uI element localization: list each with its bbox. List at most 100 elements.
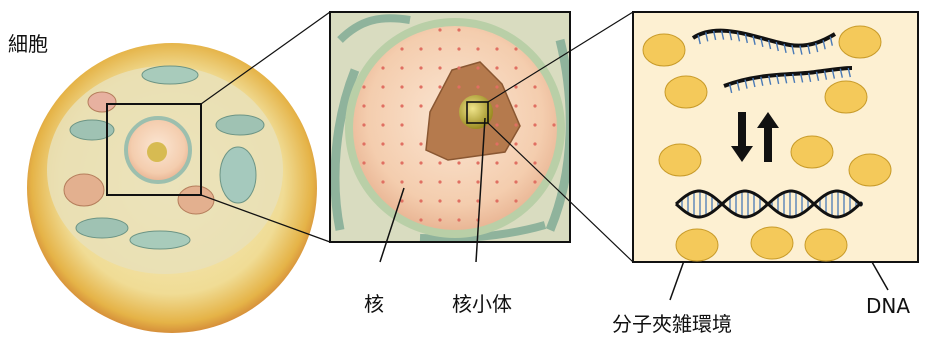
nuclear-dot xyxy=(457,28,460,31)
nuclear-dot xyxy=(476,47,479,50)
mitochondrion xyxy=(64,174,104,206)
nuclear-dot xyxy=(362,123,365,126)
nuclear-dot xyxy=(362,161,365,164)
crowder-molecule xyxy=(659,144,701,176)
nuclear-dot xyxy=(495,123,498,126)
crowder-molecule xyxy=(839,26,881,58)
nuclear-dot xyxy=(533,104,536,107)
mitochondrion xyxy=(178,186,214,214)
nuclear-dot xyxy=(514,66,517,69)
nuclear-dot xyxy=(419,218,422,221)
dna-label: DNA xyxy=(866,296,910,316)
nuclear-dot xyxy=(400,180,403,183)
nuclear-dot xyxy=(457,47,460,50)
nuclear-dot xyxy=(419,47,422,50)
crowder-molecule xyxy=(849,154,891,186)
nuclear-dot xyxy=(400,123,403,126)
nuclear-dot xyxy=(438,161,441,164)
nuclear-dot xyxy=(438,66,441,69)
nuclear-dot xyxy=(381,180,384,183)
nuclear-dot xyxy=(476,66,479,69)
nuclear-dot xyxy=(400,85,403,88)
nuclear-dot xyxy=(419,199,422,202)
nuclear-dot xyxy=(438,180,441,183)
nuclear-dot xyxy=(457,66,460,69)
nuclear-dot xyxy=(552,123,555,126)
nuclear-dot xyxy=(457,180,460,183)
crowder-molecule xyxy=(643,34,685,66)
nuclear-dot xyxy=(419,161,422,164)
nuclear-dot xyxy=(457,85,460,88)
nuclear-dot xyxy=(495,104,498,107)
nuclear-dot xyxy=(419,85,422,88)
crowder-molecule xyxy=(751,227,793,259)
crowder-molecule xyxy=(825,81,867,113)
nuclear-dot xyxy=(419,180,422,183)
nucleolus-label: 核小体 xyxy=(452,294,512,314)
nuclear-dot xyxy=(495,142,498,145)
nuclear-dot xyxy=(533,85,536,88)
nuclear-dot xyxy=(514,180,517,183)
nuclear-dot xyxy=(476,85,479,88)
nuclear-dot xyxy=(419,104,422,107)
nuclear-dot xyxy=(381,123,384,126)
nuclear-dot xyxy=(457,161,460,164)
nuclear-dot xyxy=(381,142,384,145)
nuclear-dot xyxy=(438,85,441,88)
nuclear-dot xyxy=(362,104,365,107)
nuclear-dot xyxy=(533,180,536,183)
nuclear-dot xyxy=(419,142,422,145)
nuclear-dot xyxy=(533,161,536,164)
nuclear-dot xyxy=(400,161,403,164)
cell-label: 細胞 xyxy=(8,34,48,54)
nuclear-dot xyxy=(457,199,460,202)
organelle xyxy=(76,218,128,238)
nuclear-dot xyxy=(495,47,498,50)
nuclear-dot xyxy=(533,142,536,145)
organelle xyxy=(220,147,256,203)
crowder-molecule xyxy=(791,136,833,168)
organelle xyxy=(142,66,198,84)
nuclear-dot xyxy=(533,123,536,126)
nuclear-dot xyxy=(438,218,441,221)
nuclear-dot xyxy=(476,161,479,164)
nuclear-dot xyxy=(362,85,365,88)
nuclear-dot xyxy=(495,161,498,164)
nuclear-dot xyxy=(381,85,384,88)
organelle xyxy=(88,92,116,112)
nuclear-dot xyxy=(381,104,384,107)
nuclear-dot xyxy=(495,180,498,183)
nuclear-dot xyxy=(400,142,403,145)
nuclear-dot xyxy=(514,161,517,164)
nuclear-dot xyxy=(381,161,384,164)
cell-illustration xyxy=(27,43,317,333)
nuclear-dot xyxy=(476,180,479,183)
crowding-panel xyxy=(633,12,918,262)
nuclear-dot xyxy=(381,66,384,69)
nuclear-dot xyxy=(514,142,517,145)
nuclear-dot xyxy=(400,47,403,50)
nuclear-dot xyxy=(400,66,403,69)
nuclear-dot xyxy=(495,66,498,69)
nuclear-dot xyxy=(438,199,441,202)
nuclear-dot xyxy=(514,47,517,50)
nuclear-dot xyxy=(495,199,498,202)
nuclear-dot xyxy=(514,104,517,107)
cell-nucleolus xyxy=(147,142,167,162)
organelle xyxy=(130,231,190,249)
nuclear-dot xyxy=(514,199,517,202)
nuclear-dot xyxy=(457,218,460,221)
nuclear-dot xyxy=(438,47,441,50)
organelle xyxy=(216,115,264,135)
nuclear-dot xyxy=(419,66,422,69)
crowder-molecule xyxy=(665,76,707,108)
crowder-molecule xyxy=(676,229,718,261)
nuclear-dot xyxy=(514,123,517,126)
crowding-label: 分子夾雑環境 xyxy=(612,314,732,334)
nuclear-dot xyxy=(400,104,403,107)
nuclear-dot xyxy=(495,85,498,88)
nuclear-dot xyxy=(438,28,441,31)
nucleus-zoom-panel xyxy=(330,12,570,242)
crowder-molecule xyxy=(805,229,847,261)
